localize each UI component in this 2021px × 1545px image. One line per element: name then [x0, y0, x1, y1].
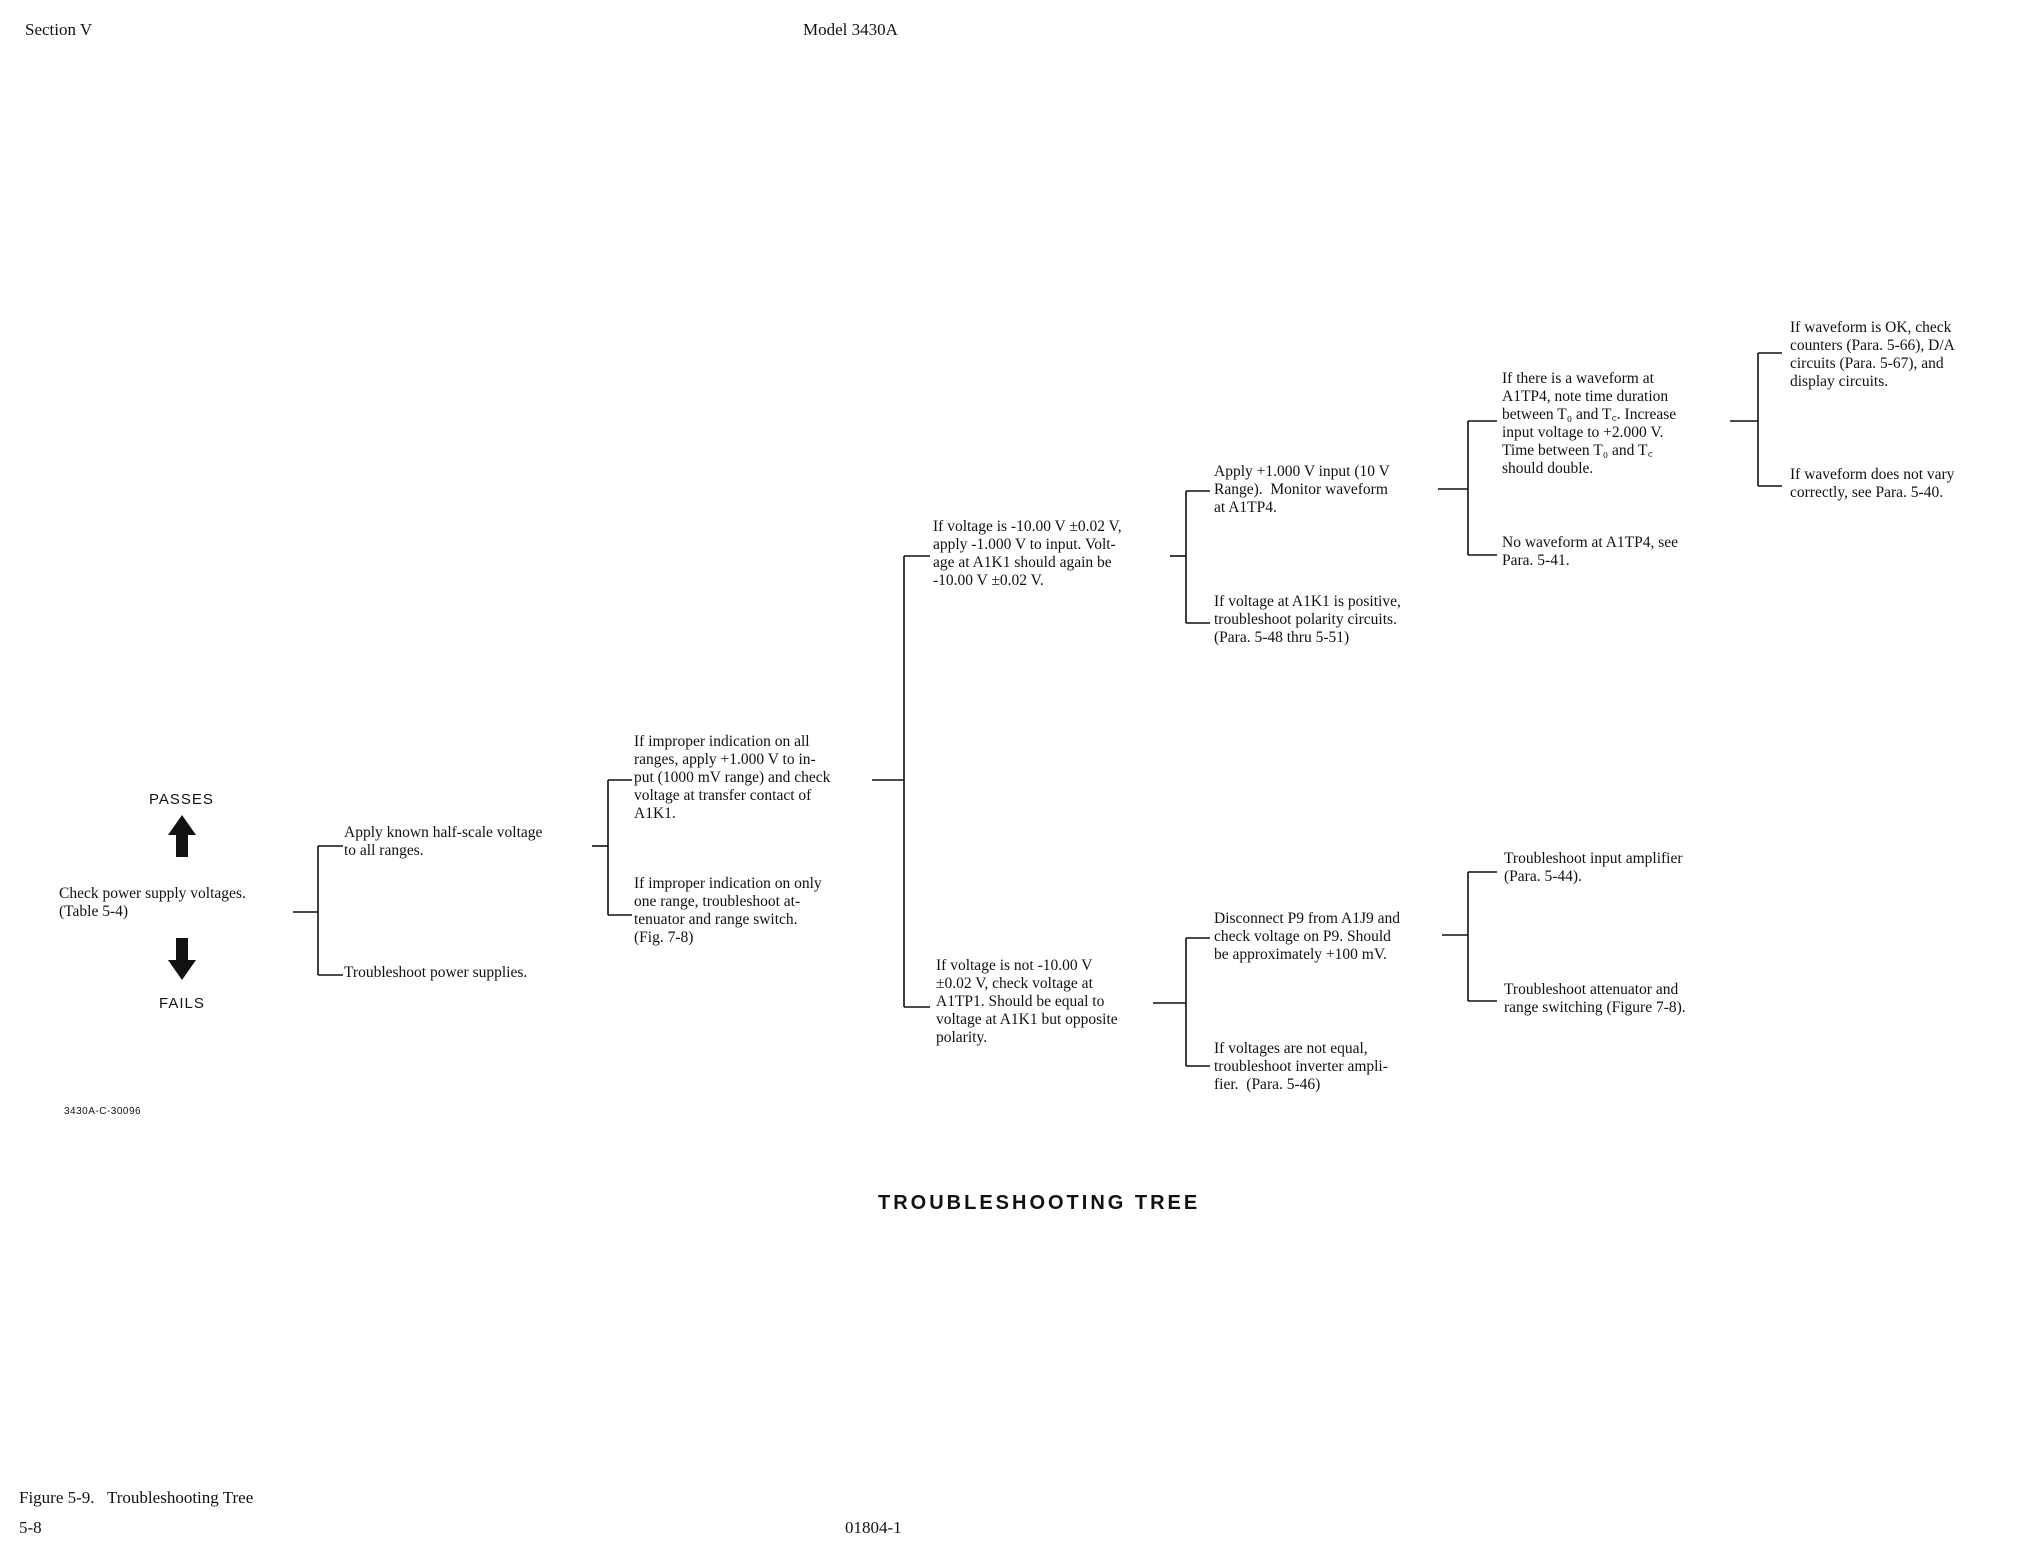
tree-title: TROUBLESHOOTING TREE	[878, 1192, 1201, 1214]
node-attenuator-range: Troubleshoot attenuator and range switch…	[1504, 981, 1686, 1016]
fails-arrow-icon	[168, 938, 196, 980]
node-disconnect-p9: Disconnect P9 from A1J9 and check voltag…	[1214, 910, 1400, 963]
node-no-waveform: No waveform at A1TP4, see Para. 5-41.	[1502, 534, 1679, 569]
drawing-code: 3430A-C-30096	[64, 1106, 142, 1117]
node-apply-plus1: Apply +1.000 V input (10 V Range). Monit…	[1214, 463, 1390, 516]
node-input-amplifier: Troubleshoot input amplifier (Para. 5-44…	[1504, 850, 1683, 885]
passes-arrow-icon	[168, 815, 196, 857]
node-improper-one-range: If improper indication on only one range…	[634, 875, 822, 946]
page-number: 5-8	[19, 1518, 42, 1537]
node-voltage-is-minus10: If voltage is -10.00 V ±0.02 V, apply -1…	[933, 518, 1122, 589]
model-header: Model 3430A	[803, 20, 898, 39]
node-troubleshoot-power-supplies: Troubleshoot power supplies.	[344, 964, 528, 981]
node-voltage-not-minus10: If voltage is not -10.00 V ±0.02 V, chec…	[936, 957, 1118, 1046]
node-root: Check power supply voltages. (Table 5-4)	[59, 885, 246, 920]
node-waveform-ok: If waveform is OK, check counters (Para.…	[1790, 319, 1955, 390]
figure-caption: Figure 5-9. Troubleshooting Tree	[19, 1488, 254, 1507]
node-voltages-not-equal: If voltages are not equal, troubleshoot …	[1214, 1040, 1388, 1093]
node-waveform-not-vary: If waveform does not vary correctly, see…	[1790, 466, 1955, 501]
passes-label: PASSES	[149, 791, 214, 808]
section-header: Section V	[25, 20, 93, 39]
node-half-scale: Apply known half-scale voltage to all ra…	[344, 824, 543, 859]
node-improper-all-ranges: If improper indication on all ranges, ap…	[634, 733, 831, 822]
node-positive-polarity: If voltage at A1K1 is positive, troubles…	[1214, 593, 1401, 646]
fails-label: FAILS	[159, 995, 205, 1012]
node-waveform-at-tp4: If there is a waveform at A1TP4, note ti…	[1502, 370, 1677, 477]
document-number: 01804-1	[845, 1518, 902, 1537]
